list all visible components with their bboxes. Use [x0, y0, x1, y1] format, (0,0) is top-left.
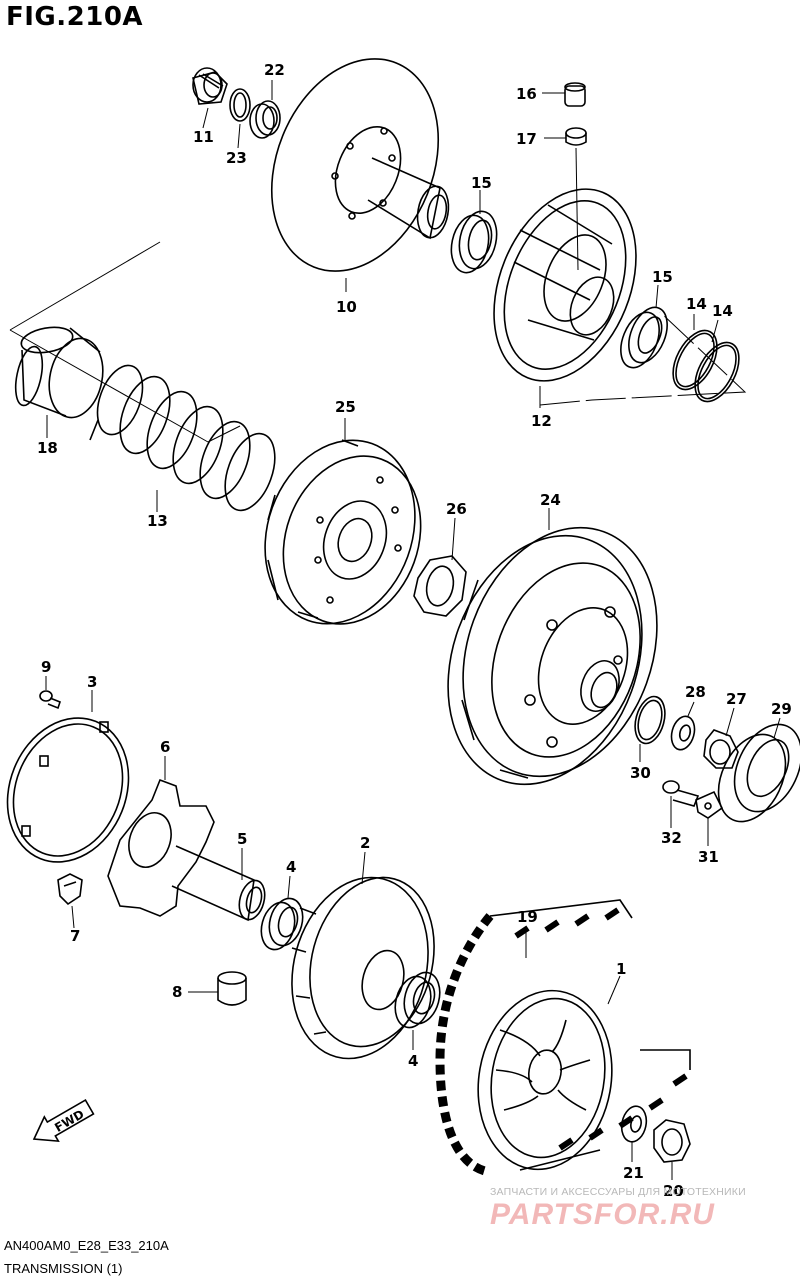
- screw-9: [39, 690, 61, 710]
- callout-21: 21: [623, 1164, 644, 1182]
- callout-12: 12: [531, 412, 552, 430]
- clutch-housing-24: [447, 526, 658, 786]
- callout-6: 6: [160, 738, 170, 756]
- callout-22: 22: [264, 61, 285, 79]
- fwd-arrow: FWD: [32, 1098, 95, 1143]
- callout-27: 27: [726, 690, 747, 708]
- clutch-shoe-25: [264, 439, 422, 625]
- sleeve-5: [171, 845, 266, 922]
- clip-7: [57, 873, 83, 906]
- callout-13: 13: [147, 512, 168, 530]
- callout-18: 18: [37, 439, 58, 457]
- washer-28: [670, 715, 696, 751]
- spring-13: [89, 364, 276, 512]
- circlip-30: [634, 695, 666, 745]
- callout-19: 19: [517, 908, 538, 926]
- nut-26: [413, 555, 467, 617]
- model-code: AN400AM0_E28_E33_210A: [4, 1238, 169, 1253]
- callout-15a: 15: [471, 174, 492, 192]
- spacer-8: [217, 971, 247, 1006]
- callout-20: 20: [663, 1182, 684, 1200]
- callout-5: 5: [237, 830, 247, 848]
- watermark-subtitle: ЗАПЧАСТИ И АКСЕССУАРЫ ДЛЯ МОТОТЕХНИКИ: [490, 1186, 746, 1198]
- callout-14a: 14: [686, 295, 707, 313]
- callout-4b: 4: [408, 1052, 418, 1070]
- callout-7: 7: [70, 927, 80, 945]
- oil-seal-4a: [260, 897, 304, 951]
- drive-belt-19: [435, 899, 691, 1177]
- oil-seal-15-lower: [620, 306, 668, 369]
- assembly-boundary: [9, 241, 747, 443]
- callout-31: 31: [698, 848, 719, 866]
- callout-24: 24: [540, 491, 561, 509]
- movable-driven-face-12: [493, 188, 637, 382]
- callout-4a: 4: [286, 858, 296, 876]
- bolt-32: [662, 780, 700, 807]
- callout-32: 32: [661, 829, 682, 847]
- callout-17: 17: [516, 130, 537, 148]
- lock-plate-31: [695, 790, 724, 819]
- driven-face-10: [270, 58, 450, 272]
- washer-21: [620, 1105, 648, 1143]
- watermark-logo: PARTSFOR.RU: [490, 1198, 715, 1231]
- cam-plate-6: [107, 778, 215, 917]
- callout-3: 3: [87, 673, 97, 691]
- callout-16: 16: [516, 85, 537, 103]
- cover-plate-3: [6, 717, 130, 863]
- oil-seal-4b: [394, 971, 441, 1029]
- oil-seal-22: [249, 100, 281, 139]
- callout-25: 25: [335, 398, 356, 416]
- movable-drive-face-2: [291, 876, 435, 1060]
- needle-bearing-11: [192, 67, 228, 105]
- callout-15b: 15: [652, 268, 673, 286]
- spacer-18: [14, 326, 104, 419]
- callout-8: 8: [172, 983, 182, 1001]
- guide-pin-16: [564, 82, 586, 107]
- o-ring-14a: [672, 329, 718, 391]
- callout-30: 30: [630, 764, 651, 782]
- callout-28: 28: [685, 683, 706, 701]
- figure-title: FIG.210A: [6, 2, 144, 32]
- o-ring-14b: [694, 341, 740, 403]
- callout-9: 9: [41, 658, 51, 676]
- callout-14b: 14: [712, 302, 733, 320]
- callout-11: 11: [193, 128, 214, 146]
- callout-26: 26: [446, 500, 467, 518]
- oil-seal-15-upper: [450, 210, 498, 274]
- callout-23: 23: [226, 149, 247, 167]
- callout-1: 1: [616, 960, 626, 978]
- bearing-29: [717, 723, 800, 823]
- nut-20: [653, 1119, 691, 1163]
- drive-face-fan-1: [477, 989, 613, 1171]
- callout-10: 10: [336, 298, 357, 316]
- callout-29: 29: [771, 700, 792, 718]
- collar-17: [565, 127, 587, 146]
- callout-2: 2: [360, 834, 370, 852]
- circlip-23: [229, 88, 251, 122]
- diagram-caption: TRANSMISSION (1): [4, 1261, 123, 1276]
- leader-lines: [45, 80, 781, 1180]
- nut-27: [703, 729, 739, 769]
- callout-numbers: 11 22 23 10 16 17 15 15 14 14 12 18 13 2…: [37, 61, 792, 1200]
